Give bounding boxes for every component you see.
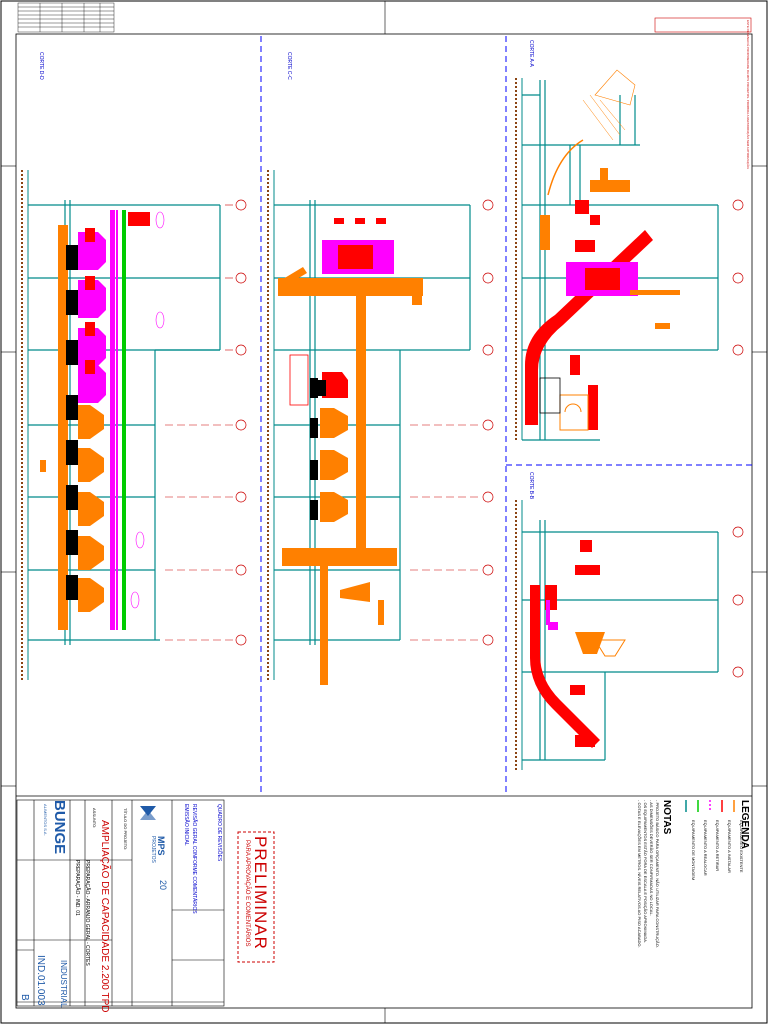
section-aa [515,69,744,441]
section-bb [515,500,744,770]
legend-item: EQUIPAMENTO A INSTALAR [727,820,732,873]
drawing-revision: B [19,994,30,1001]
stamp-title: PRELIMINAR [251,836,270,950]
mps-logo-mark [140,806,156,820]
company-anniversary: 20 [158,880,168,891]
note-item: - PROJETO BÁSICO PARA ORÇAMENTO. NÃO UTI… [655,800,660,948]
legend-swatches [685,800,735,812]
inner-frame [15,33,753,1009]
project-location: PREPARAÇÃO - IND. 01 [74,860,80,916]
stamp-subtitle: PARA APROVAÇÃO E COMENTÁRIOS [244,840,250,947]
section-cc-label: CORTE C-C [286,52,292,80]
warning-note-box [654,17,752,33]
section-dividers [260,36,752,796]
section-bb-label: CORTE B-B [528,472,534,500]
note-item: - AS DIMENSÕES DEVERÃO SER CONFIRMADAS N… [649,800,654,916]
drawing-number: IND.01.003 [35,955,46,1006]
title-block [16,799,225,1007]
company-name: MPS [156,836,166,856]
legend-item: EQUIPAMENTO A REALOCAR [703,820,708,876]
project-area: INDUSTRIAL [59,960,68,1008]
section-cc [267,170,494,685]
section-aa-label: CORTE A-A [528,40,534,67]
reference-table [17,2,115,33]
note-item: - OS EQUIPAMENTOS ESTÃO FORA DE ESCALA E… [643,800,648,943]
revision-row: EMISSÃO INICIAL [183,804,189,846]
legend-item: EQUIPAMENTO EXISTENTE [739,820,744,873]
legend-item: EQUIPAMENTO DE MONTAGEM [691,820,696,881]
project-subject-label: ASSUNTO: [92,808,97,829]
warning-note: ESTE DESENHO É PROPRIEDADE DA MPS PROJET… [746,20,750,170]
preliminar-stamp-box [237,831,275,963]
client-logo: BUNGE [51,800,68,855]
legend-item: EQUIPAMENTO A RETIRAR [715,820,720,872]
note-item: - COTAS E ELEVAÇÕES EM METROS. NÍVEIS RE… [637,800,642,948]
revisions-title: QUADRO DE REVISÕES [216,804,222,862]
project-subject: PREPARAÇÃO - ARRANJO GERAL - CORTES [84,860,90,966]
section-dd-label: CORTE D-D [38,52,44,80]
client-sub: ALIMENTOS S.A. [43,804,48,836]
section-dd [21,170,247,680]
project-title: AMPLIAÇÃO DE CAPACIDADE 2.200 TPD [99,820,110,1013]
company-tagline: PROJETOS [150,836,156,863]
notes-title: NOTAS [661,800,672,835]
project-title-label: TÍTULO DO PROJETO: [123,808,128,851]
